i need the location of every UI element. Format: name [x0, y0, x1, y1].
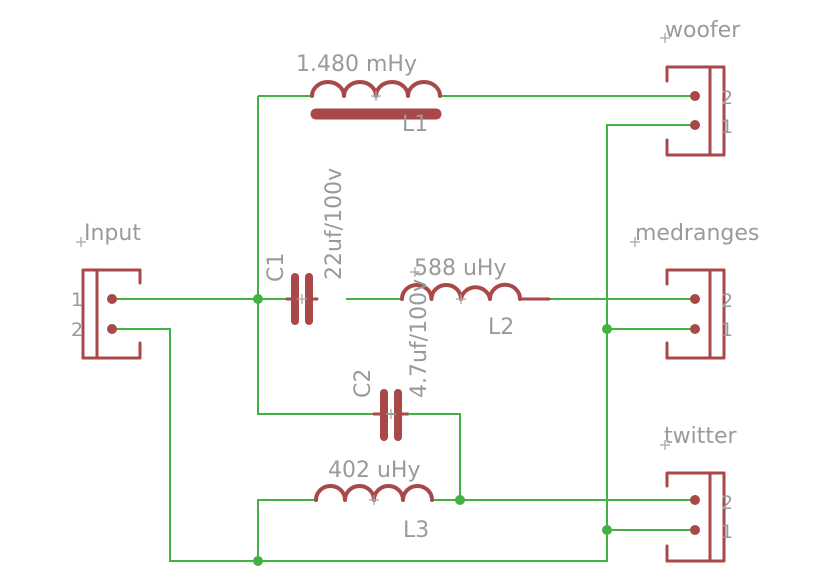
junction-dot [455, 495, 465, 505]
l3-value-label: 402 uHy [328, 458, 421, 483]
twitter-pin-1 [690, 525, 700, 535]
c2-value-label: 4.7uf/100v [407, 279, 432, 398]
wire-l3-left [257, 499, 316, 561]
medranges-connector[interactable] [665, 268, 726, 360]
woofer-pin-2 [690, 91, 700, 101]
junctions [253, 294, 612, 566]
woofer-label: woofer [665, 18, 741, 43]
capacitor-c1[interactable] [285, 273, 319, 325]
wires [112, 95, 695, 562]
input-connector[interactable] [81, 268, 142, 360]
inductor-l1[interactable] [310, 80, 442, 120]
l2-name-label: L2 [488, 315, 514, 340]
twitter-pin-2 [690, 495, 700, 505]
junction-dot [602, 525, 612, 535]
c2-name-label: C2 [351, 369, 376, 398]
woofer-pin2-label: 2 [721, 87, 733, 109]
twitter-pin1-label: 1 [721, 521, 733, 543]
inductor-l3[interactable] [314, 484, 434, 505]
input-label: Input [84, 221, 141, 246]
input-connector-body [81, 268, 142, 360]
input-pin1-label: 1 [71, 289, 83, 311]
input-pin-2 [107, 324, 117, 334]
woofer-connector[interactable] [665, 65, 726, 157]
twitter-connector[interactable] [665, 471, 726, 563]
l2-value-label: 588 uHy [414, 256, 507, 281]
woofer-connector-body [665, 65, 726, 157]
l1-value-label: 1.480 mHy [296, 52, 417, 77]
c1-name-label: C1 [264, 253, 289, 282]
medranges-label: medranges [635, 221, 759, 246]
junction-dot [253, 556, 263, 566]
junction-dot [253, 294, 263, 304]
medranges-pin-1 [690, 324, 700, 334]
capacitor-c2[interactable] [372, 389, 410, 441]
input-pin2-label: 2 [71, 319, 83, 341]
inductor-l2[interactable] [400, 267, 551, 304]
twitter-pin2-label: 2 [721, 492, 733, 514]
twitter-connector-body [665, 471, 726, 563]
input-pin-1 [107, 294, 117, 304]
medranges-connector-body [665, 268, 726, 360]
c1-value-label: 22uf/100v [322, 168, 347, 280]
woofer-pin1-label: 1 [721, 116, 733, 138]
woofer-pin-1 [690, 120, 700, 130]
wire-input-pin2 [112, 124, 695, 562]
l3-name-label: L3 [403, 518, 429, 543]
twitter-label: twitter [664, 424, 738, 449]
medranges-pin-2 [690, 294, 700, 304]
medranges-pin2-label: 2 [721, 290, 733, 312]
junction-dot [602, 324, 612, 334]
l1-name-label: L1 [402, 112, 428, 137]
medranges-pin1-label: 1 [721, 319, 733, 341]
